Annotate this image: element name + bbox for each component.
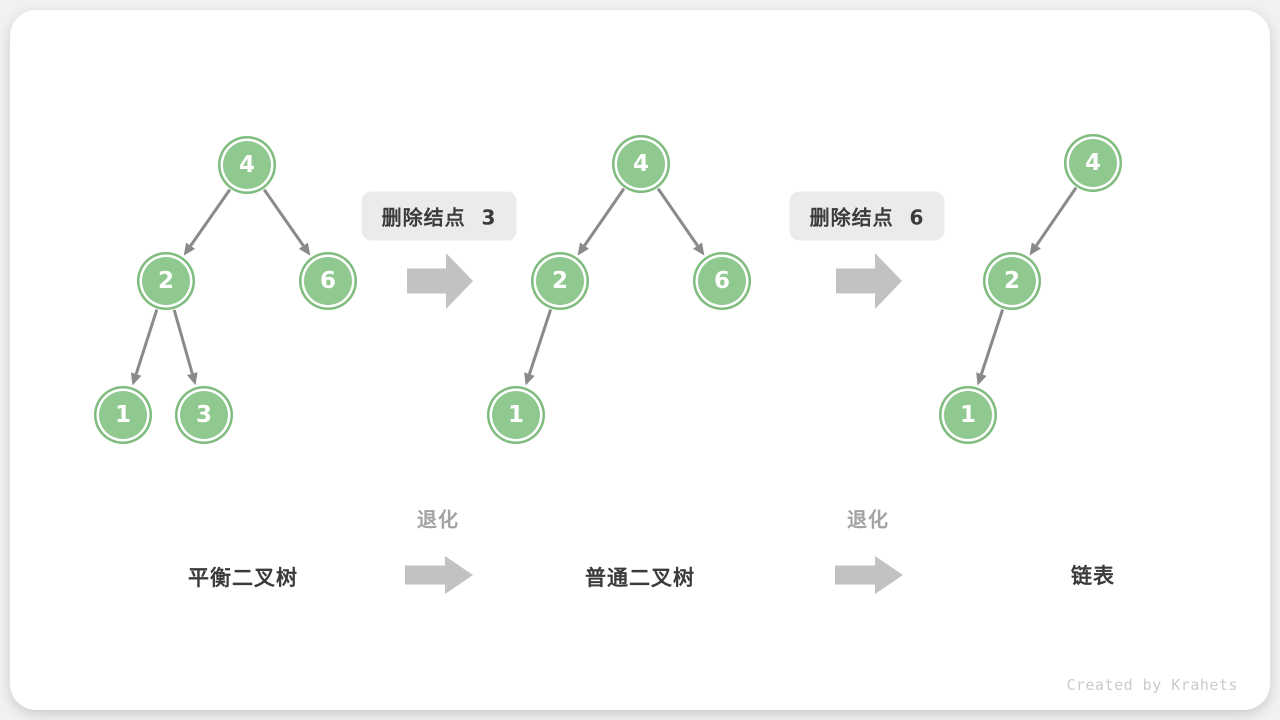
balanced-binary-tree-node-1: 1 — [94, 386, 152, 444]
linked-list-node-2: 2 — [983, 252, 1041, 310]
operation-label: 删除结点 3 — [361, 191, 517, 241]
linked-list-node-1: 1 — [939, 386, 997, 444]
ordinary-binary-tree-node-6: 6 — [693, 252, 751, 310]
ordinary-binary-tree-node-4: 4 — [612, 135, 670, 193]
ordinary-binary-tree-node-2: 2 — [531, 252, 589, 310]
tree-edge — [527, 309, 553, 375]
balanced-binary-tree-node-6: 6 — [299, 252, 357, 310]
degenerate-arrow — [405, 556, 473, 594]
transition-arrow — [836, 253, 902, 309]
watermark: Created by Krahets — [1066, 676, 1238, 694]
transition-arrow — [407, 253, 473, 309]
balanced-binary-tree-node-2: 2 — [137, 252, 195, 310]
balanced-binary-tree-node-3: 3 — [175, 386, 233, 444]
tree-edge — [979, 309, 1005, 375]
tree-edge-arrowhead — [298, 242, 311, 256]
operation-label: 删除结点 6 — [789, 191, 945, 241]
stage-label: 普通二叉树 — [585, 566, 695, 590]
tree-edge-arrowhead — [183, 242, 196, 256]
edges-and-arrows-layer — [130, 186, 1078, 594]
tree-edge — [656, 187, 699, 247]
tree-edge-arrowhead — [577, 242, 589, 256]
tree-edge — [134, 309, 159, 375]
degenerate-label: 退化 — [417, 507, 459, 532]
stage-label: 链表 — [1071, 564, 1115, 588]
degenerate-label: 退化 — [847, 507, 889, 532]
tree-edge — [1035, 186, 1078, 247]
degenerate-arrow — [835, 556, 903, 594]
tree-edge — [262, 188, 305, 247]
tree-edge-arrowhead — [130, 372, 142, 386]
tree-edge-arrowhead — [186, 372, 198, 386]
tree-edge-arrowhead — [976, 372, 987, 386]
linked-list-node-4: 4 — [1064, 134, 1122, 192]
ordinary-binary-tree-node-1: 1 — [487, 386, 545, 444]
stage-label: 平衡二叉树 — [188, 566, 298, 590]
tree-edge — [189, 188, 232, 247]
balanced-binary-tree-node-4: 4 — [218, 136, 276, 194]
tree-edge-arrowhead — [1029, 242, 1041, 256]
tree-edge — [172, 309, 194, 375]
tree-edge — [583, 187, 626, 247]
tree-edge-arrowhead — [524, 372, 535, 386]
tree-edge-arrowhead — [693, 242, 705, 256]
